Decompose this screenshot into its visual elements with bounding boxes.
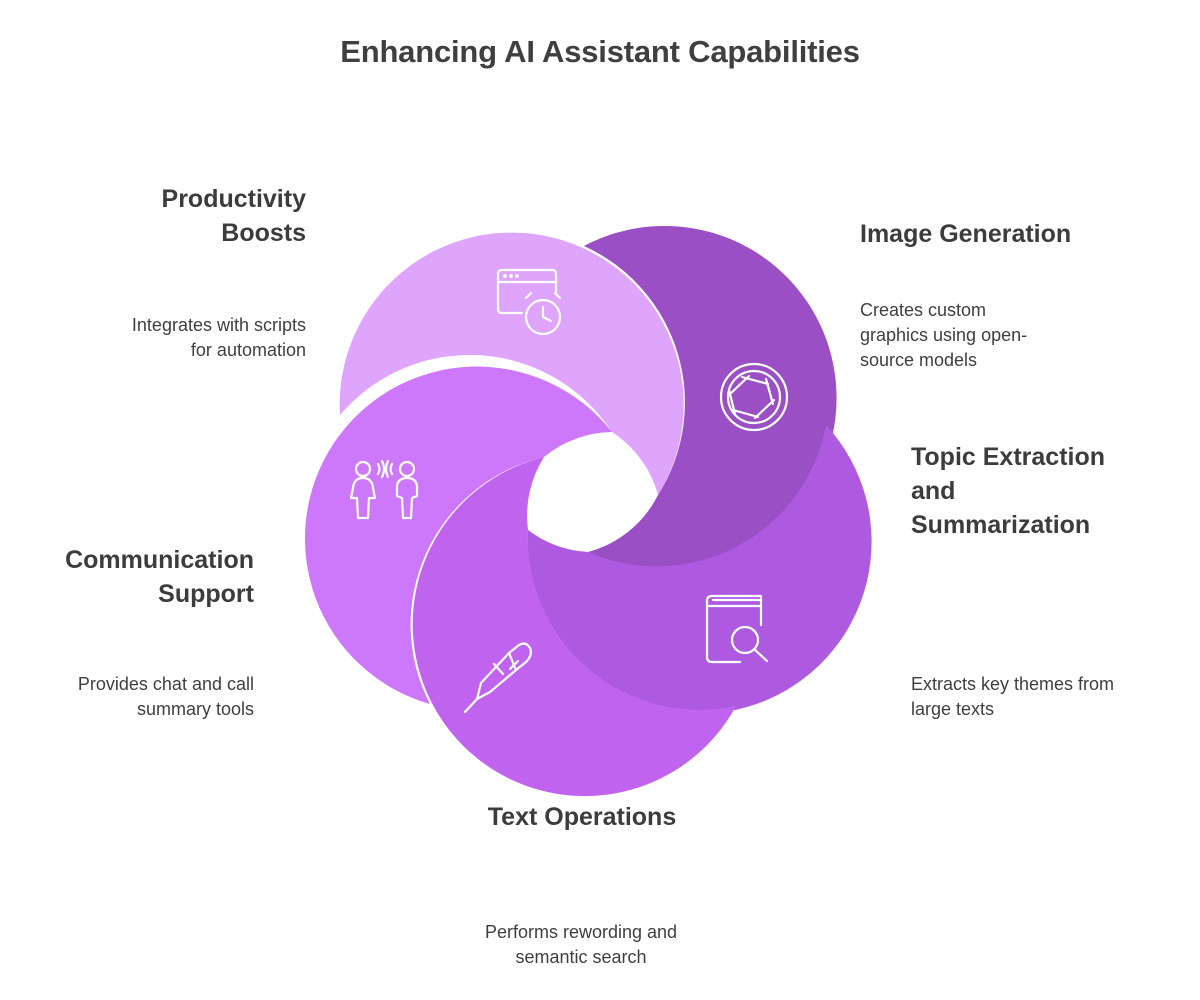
topic-extraction-segment[interactable] [527,425,872,714]
productivity-title: Productivity Boosts [161,185,306,247]
text-operations-description: Performs rewording and semantic search [484,922,678,967]
communication-description: Provides chat and call summary tools [77,674,254,719]
browser-alarm-clock-icon [496,268,562,336]
topic-extraction-description: Extracts key themes from large texts [911,674,1115,719]
text-operations-title: Text Operations [487,803,677,831]
image-generation-title: Image Generation [860,220,1072,248]
pen-icon [463,642,532,714]
image-generation-description: Creates custom graphics using open- sour… [860,300,1028,370]
book-search-icon [705,594,769,664]
communication-title: Communication Support [65,546,254,608]
image-generation-segment[interactable] [584,225,837,570]
diagram-title: Enhancing AI Assistant Capabilities [340,34,860,69]
productivity-segment[interactable] [339,232,684,495]
text-operations-segment[interactable] [412,457,736,797]
communication-segment[interactable] [304,366,612,704]
productivity-description: Integrates with scripts for automation [131,315,306,360]
topic-extraction-title: Topic Extraction and Summarization [911,443,1106,539]
camera-aperture-icon [719,362,789,432]
people-talking-icon [349,459,419,520]
